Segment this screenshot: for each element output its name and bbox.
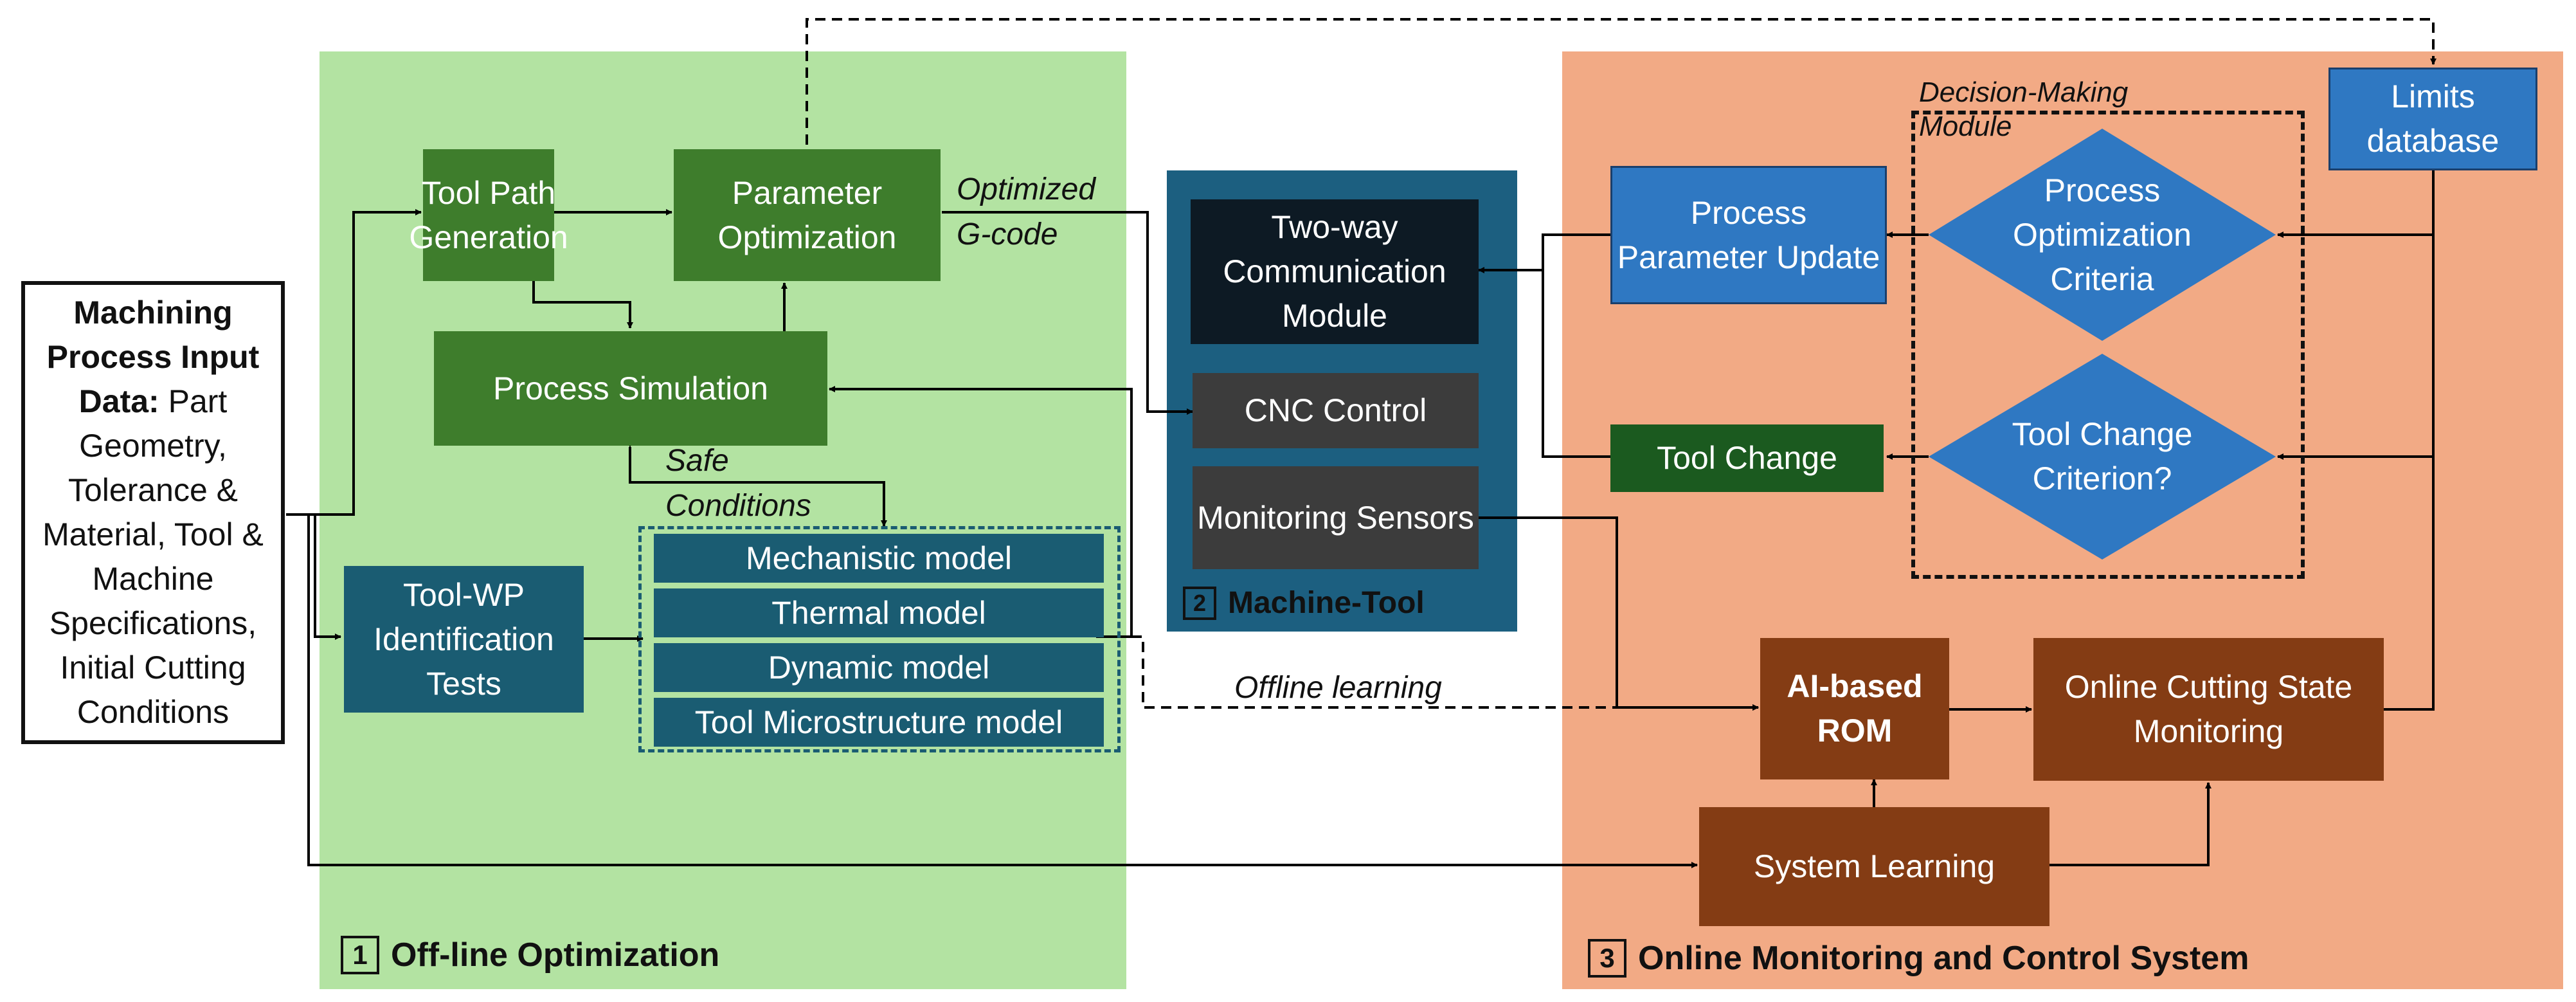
offline-learning-label: Offline learning [1234, 671, 1442, 705]
dynamic-model-label: Dynamic model [768, 649, 990, 686]
process-simulation-box: Process Simulation [434, 331, 827, 446]
section2-number: 2 [1183, 586, 1216, 620]
monitoring-sensors-box: Monitoring Sensors [1193, 466, 1479, 569]
tool-wp-identification-box: Tool-WP Identification Tests [344, 566, 584, 713]
thermal-model-box: Thermal model [654, 588, 1104, 637]
dynamic-model-box: Dynamic model [654, 643, 1104, 692]
online-cutting-state-box: Online Cutting State Monitoring [2033, 638, 2384, 781]
tool-microstructure-model-label: Tool Microstructure model [694, 704, 1063, 740]
limits-database-box: Limits database [2328, 68, 2537, 170]
parameter-optimization-box: Parameter Optimization [674, 149, 941, 281]
limits-database-label: Limits database [2366, 78, 2499, 159]
section3-number: 3 [1588, 939, 1626, 978]
tool-change-label: Tool Change [1657, 440, 1837, 476]
parameter-optimization-label: Parameter Optimization [717, 174, 897, 255]
section1-title-text: Off-line Optimization [391, 936, 720, 974]
process-simulation-label: Process Simulation [493, 370, 768, 406]
process-parameter-update-box: Process Parameter Update [1610, 166, 1887, 304]
decision-making-module-label: Decision-Making Module [1919, 77, 2129, 142]
tool-path-generation-box: Tool Path Generation [409, 149, 568, 281]
optimized-gcode-label: Optimized G-code [957, 172, 1096, 251]
system-learning-box: System Learning [1699, 807, 2049, 926]
system-learning-label: System Learning [1753, 848, 1995, 884]
decision-making-module-border [1911, 111, 2305, 579]
two-way-communication-box: Two-way Communication Module [1191, 199, 1479, 344]
section3-title-text: Online Monitoring and Control System [1638, 940, 2249, 977]
input-box-text: Part Geometry, Tolerance & Material, Too… [42, 383, 264, 730]
ai-rom-label: AI-based ROM [1787, 668, 1923, 749]
cnc-control-box: CNC Control [1193, 373, 1479, 448]
models-group [638, 526, 1121, 752]
two-way-communication-label: Two-way Communication Module [1223, 209, 1446, 334]
tool-change-criterion-text: Tool Change Criterion? [2012, 416, 2193, 496]
mechanistic-model-label: Mechanistic model [745, 540, 1013, 576]
section1-title: 1 Off-line Optimization [341, 936, 719, 974]
section3-title: 3 Online Monitoring and Control System [1588, 939, 2249, 978]
mechanistic-model-box: Mechanistic model [654, 534, 1104, 583]
process-parameter-update-label: Process Parameter Update [1617, 194, 1880, 275]
safe-conditions-label: Safe Conditions [665, 444, 811, 523]
thermal-model-label: Thermal model [771, 594, 986, 631]
tool-change-box: Tool Change [1610, 424, 1884, 492]
tool-microstructure-model-box: Tool Microstructure model [654, 698, 1104, 747]
section2-title-text: Machine-Tool [1228, 586, 1425, 620]
ai-rom-box: AI-based ROM [1760, 638, 1949, 779]
online-cutting-state-label: Online Cutting State Monitoring [2064, 669, 2353, 749]
section1-number: 1 [341, 936, 379, 974]
tool-path-generation-label: Tool Path Generation [409, 174, 568, 255]
tool-wp-identification-label: Tool-WP Identification Tests [374, 576, 554, 702]
cnc-control-label: CNC Control [1244, 392, 1427, 428]
monitoring-sensors-label: Monitoring Sensors [1197, 499, 1474, 536]
machining-input-box: Machining Process Input Data: Part Geome… [21, 281, 285, 744]
process-optimization-criteria-text: Process Optimization Criteria [2013, 172, 2192, 297]
input-box-title: Machining Process Input Data: [46, 295, 260, 419]
section2-title: 2 Machine-Tool [1183, 585, 1425, 621]
